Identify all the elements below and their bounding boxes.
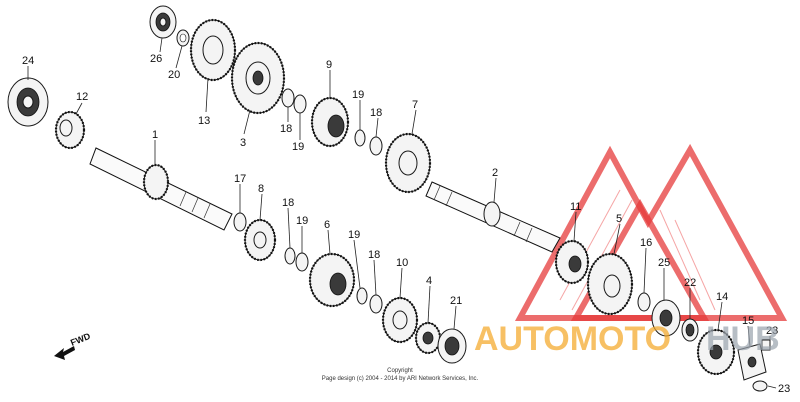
callout-18d: 18 xyxy=(370,107,382,119)
part-17-washer xyxy=(233,212,247,232)
callout-23a: 23 xyxy=(766,325,778,337)
part-10-gear xyxy=(381,296,419,344)
fwd-arrow-icon xyxy=(54,346,75,360)
callout-20: 20 xyxy=(168,69,180,81)
part-20-washer xyxy=(176,29,190,47)
part-11-bearing xyxy=(554,239,590,285)
watermark-logo xyxy=(514,143,788,321)
leader-lines xyxy=(27,37,777,389)
callout-16: 16 xyxy=(640,237,652,249)
copyright-line-1: Copyright xyxy=(387,368,413,374)
part-22-seal xyxy=(681,318,699,342)
callout-25: 25 xyxy=(658,257,670,269)
callout-19a: 19 xyxy=(352,89,364,101)
callout-5: 5 xyxy=(616,213,622,225)
callout-10: 10 xyxy=(396,257,408,269)
part-26-bearing xyxy=(149,5,177,39)
callout-8: 8 xyxy=(258,183,264,195)
callout-1: 1 xyxy=(152,129,158,141)
callout-2: 2 xyxy=(492,167,498,179)
callout-labels: 24 12 1 26 20 13 3 9 19 18 19 7 2 17 8 1… xyxy=(22,53,790,395)
part-19-18-washers-lower-b xyxy=(356,287,383,314)
part-9-gear xyxy=(310,96,350,148)
part-3-gear xyxy=(230,41,286,115)
part-2-countershaft xyxy=(425,181,561,253)
part-4-gear xyxy=(414,321,442,355)
callout-13: 13 xyxy=(198,115,210,127)
callout-9: 9 xyxy=(326,59,332,71)
callout-4: 4 xyxy=(426,275,432,287)
callout-6: 6 xyxy=(324,219,330,231)
watermark-text: AUTOMOTO HUB xyxy=(474,320,780,358)
callout-24: 24 xyxy=(22,55,34,67)
part-13-gear xyxy=(189,18,237,82)
part-24-bearing xyxy=(7,77,49,127)
fwd-arrow: FWD xyxy=(54,331,92,360)
callout-18c: 18 xyxy=(368,249,380,261)
part-12-gear xyxy=(54,110,86,150)
callout-23b: 23 xyxy=(778,383,790,395)
callout-12: 12 xyxy=(76,91,88,103)
part-14-sprocket xyxy=(696,328,736,376)
watermark-word-a: AUTOMOTO xyxy=(474,320,671,358)
callout-11: 11 xyxy=(570,201,581,213)
part-18-19-washers-lower xyxy=(284,247,309,272)
callout-19b: 19 xyxy=(292,141,304,153)
part-5-gear xyxy=(586,252,634,316)
callout-7: 7 xyxy=(412,99,418,111)
part-23-bolts xyxy=(752,339,771,392)
part-7-gear xyxy=(384,132,432,194)
part-8-gear xyxy=(243,218,277,262)
callout-21: 21 xyxy=(450,295,462,307)
callout-26: 26 xyxy=(150,53,162,65)
callout-19c: 19 xyxy=(296,215,308,227)
watermark-word-b: HUB xyxy=(706,320,780,358)
copyright-block: Copyright Page design (c) 2004 - 2014 by… xyxy=(322,368,479,382)
part-15-fixing-plate xyxy=(737,343,767,381)
callout-18a: 18 xyxy=(280,123,292,135)
part-1-mainshaft xyxy=(89,147,233,231)
fwd-label: FWD xyxy=(69,331,92,348)
callout-19d: 19 xyxy=(348,229,360,241)
callout-14: 14 xyxy=(716,291,728,303)
part-25-bush xyxy=(651,299,681,337)
part-19-18-washers xyxy=(354,129,383,156)
copyright-line-2: Page design (c) 2004 - 2014 by ARI Netwo… xyxy=(322,376,479,382)
part-16-washer xyxy=(637,292,651,312)
part-21-bearing xyxy=(437,328,467,364)
callout-17: 17 xyxy=(234,173,246,185)
part-6-gear xyxy=(308,252,356,308)
callout-15: 15 xyxy=(742,315,754,327)
callout-22: 22 xyxy=(684,277,696,289)
callout-3: 3 xyxy=(240,137,246,149)
part-18-19-washers-upper xyxy=(281,88,307,114)
callout-18b: 18 xyxy=(282,197,294,209)
